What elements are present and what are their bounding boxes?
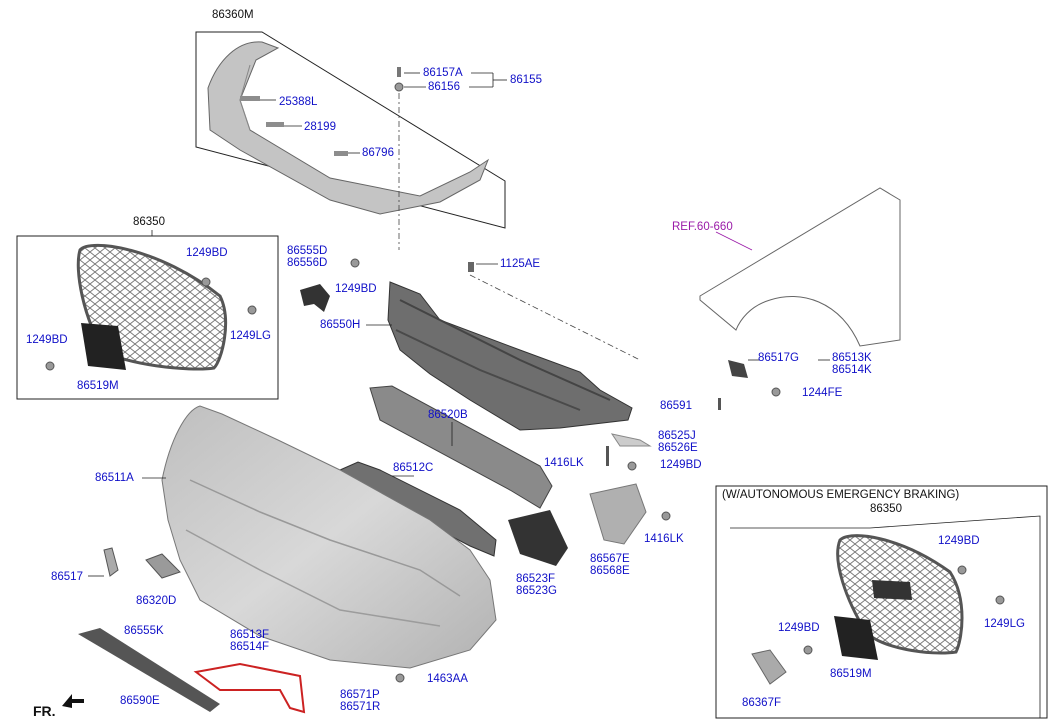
- label-86523F: 86523F 86523G: [516, 573, 557, 597]
- label-1249BD-d: 1249BD: [660, 459, 702, 471]
- label-25388L: 25388L: [279, 96, 318, 108]
- hood-bolt-group: [394, 67, 507, 250]
- label-86519M-b: 86519M: [830, 668, 872, 680]
- label-86525J: 86525J 86526E: [658, 430, 698, 454]
- label-86520B: 86520B: [428, 409, 468, 421]
- label-1125AE: 1125AE: [500, 258, 541, 270]
- label-86591: 86591: [660, 400, 692, 412]
- lower-strip-parts: [78, 628, 405, 714]
- label-1416LK-b: 1416LK: [644, 533, 684, 545]
- label-86571P: 86571P 86571R: [340, 689, 381, 713]
- fender-ref: [699, 187, 901, 410]
- aeb-title: (W/AUTONOMOUS EMERGENCY BRAKING): [722, 489, 960, 501]
- label-86519M-a: 86519M: [77, 380, 119, 392]
- label-86567E: 86567E 86568E: [590, 553, 630, 577]
- label-86512C: 86512C: [393, 462, 434, 474]
- label-28199: 28199: [304, 121, 336, 133]
- label-86320D: 86320D: [136, 595, 177, 607]
- label-86350-aeb: 86350: [870, 503, 902, 515]
- label-1249BD-b: 1249BD: [26, 334, 68, 346]
- grille-group: [16, 230, 279, 400]
- label-86555D: 86555D 86556D: [287, 245, 328, 269]
- label-86157A: 86157A: [423, 67, 463, 79]
- label-1249BD-e: 1249BD: [938, 535, 980, 547]
- label-86517: 86517: [51, 571, 83, 583]
- label-86360M: 86360M: [212, 9, 254, 21]
- label-86156: 86156: [428, 81, 460, 93]
- label-1249BD-a: 1249BD: [186, 247, 228, 259]
- ref-label: REF.60-660: [672, 221, 733, 233]
- front-arrow-icon: [62, 694, 84, 708]
- aeb-grille-group: [715, 485, 1048, 719]
- label-1416LK-a: 1416LK: [544, 457, 584, 469]
- label-1249BD-f: 1249BD: [778, 622, 820, 634]
- label-1249LG-b: 1249LG: [984, 618, 1025, 630]
- beam-top-bracket-group: [195, 31, 506, 229]
- label-86511A: 86511A: [95, 472, 134, 484]
- label-86517G: 86517G: [758, 352, 799, 364]
- label-86513F: 86513F 86514F: [230, 629, 270, 653]
- label-1249BD-c: 1249BD: [335, 283, 377, 295]
- front-marker-label: FR.: [33, 703, 56, 719]
- label-86550H: 86550H: [320, 319, 361, 331]
- label-86367F: 86367F: [742, 697, 782, 709]
- label-86155: 86155: [510, 74, 542, 86]
- side-brackets: [508, 433, 671, 566]
- label-1244FE: 1244FE: [802, 387, 843, 399]
- label-86555K: 86555K: [124, 625, 164, 637]
- label-86796: 86796: [362, 147, 394, 159]
- label-86350-main: 86350: [133, 216, 165, 228]
- grille-carrier-86550H: [366, 262, 641, 431]
- label-86513K: 86513K 86514K: [832, 352, 872, 376]
- energy-absorber-86520B: [369, 385, 553, 509]
- label-1249LG-a: 1249LG: [230, 330, 271, 342]
- label-1463AA: 1463AA: [427, 673, 468, 685]
- emblem-parts: [88, 547, 181, 579]
- bumper-cover-86511A: [142, 405, 497, 669]
- label-86590E: 86590E: [120, 695, 160, 707]
- bracket-86555D: [300, 258, 360, 312]
